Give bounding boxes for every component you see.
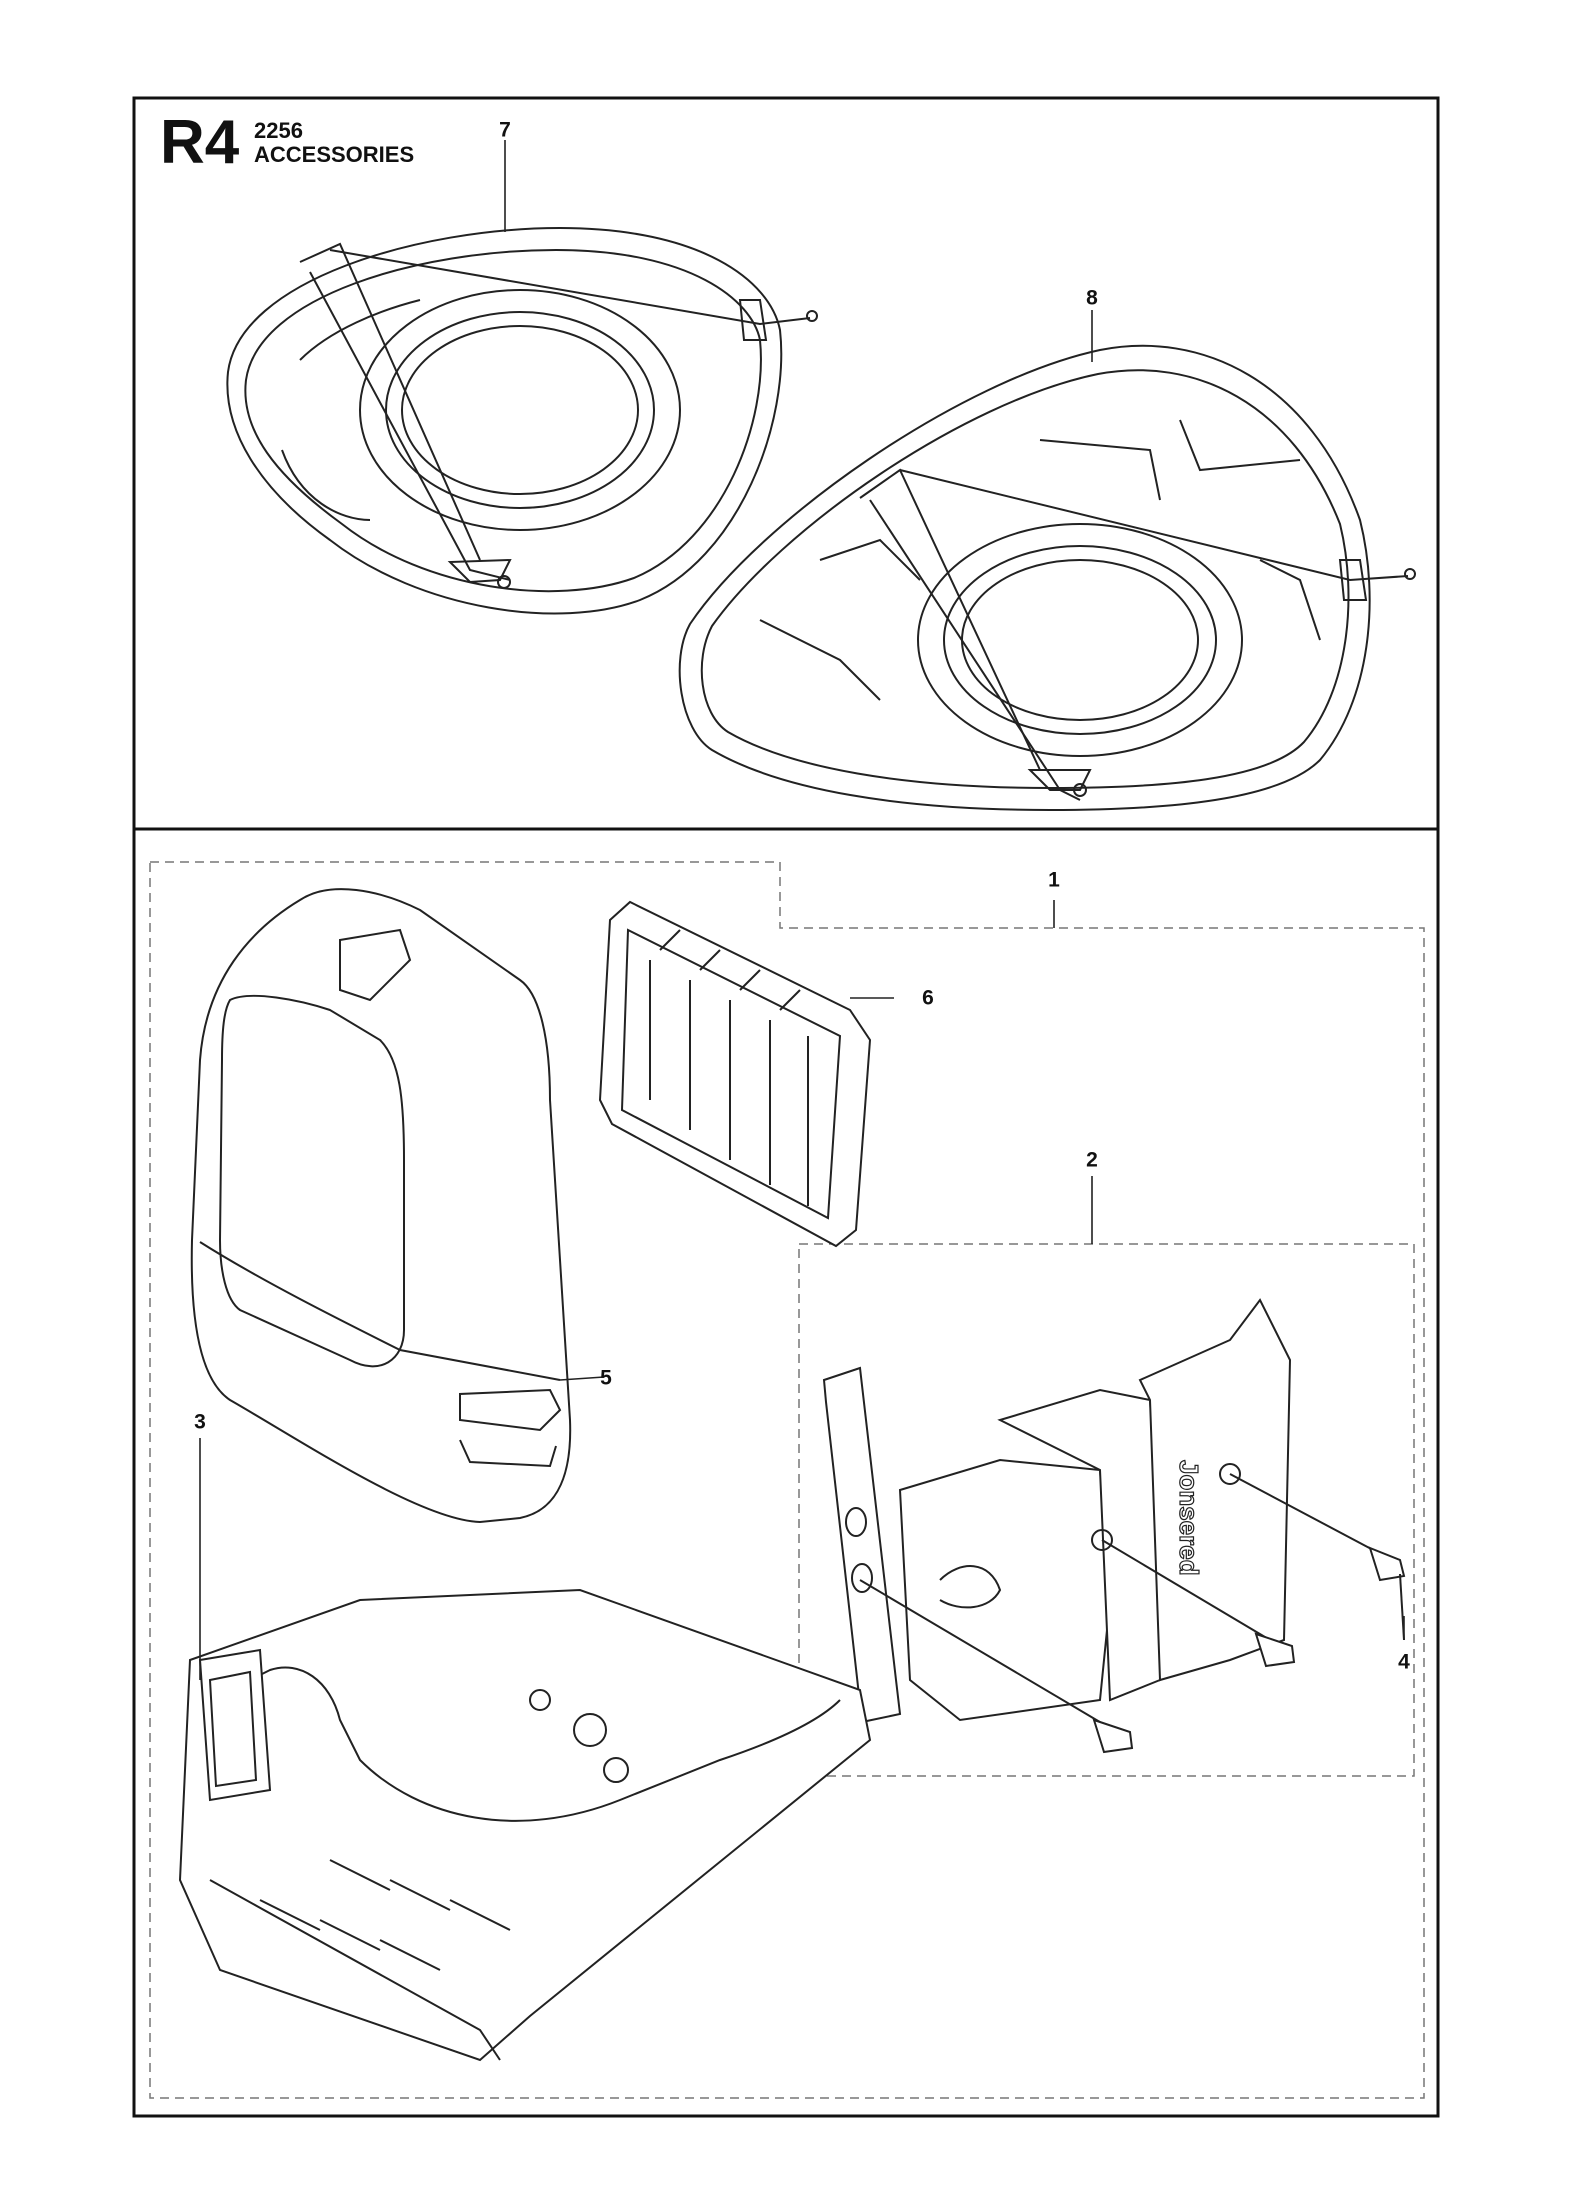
kit-group-2-boundary <box>798 1243 1415 1777</box>
callout-7: 7 <box>499 118 511 142</box>
callout-6: 6 <box>922 986 934 1010</box>
part-5-filter-cover <box>190 888 572 1524</box>
section-code: R4 <box>160 108 240 177</box>
part-8-deflector-triangular <box>678 344 1416 812</box>
part-2-cover-assembly: Jonsered <box>822 1298 1292 1724</box>
callout-leaders <box>199 140 1405 1680</box>
callout-3: 3 <box>194 1410 206 1434</box>
section-title: ACCESSORIES <box>254 142 415 167</box>
outer-frame <box>132 96 1440 2118</box>
callout-2: 2 <box>1086 1148 1098 1172</box>
model-number: 2256 <box>254 118 303 143</box>
callout-8: 8 <box>1086 286 1098 310</box>
part-4-screws <box>859 1473 1406 1754</box>
part-6-filter-element <box>598 900 872 1248</box>
callout-5: 5 <box>600 1366 612 1390</box>
part-7-deflector-round <box>226 226 818 615</box>
callout-4: 4 <box>1398 1650 1410 1674</box>
callout-1: 1 <box>1048 868 1060 892</box>
kit-group-1-boundary <box>149 861 1425 2099</box>
cover-brand-text: Jonsered <box>1174 1460 1204 1576</box>
part-3-intake-base <box>178 1588 872 2062</box>
